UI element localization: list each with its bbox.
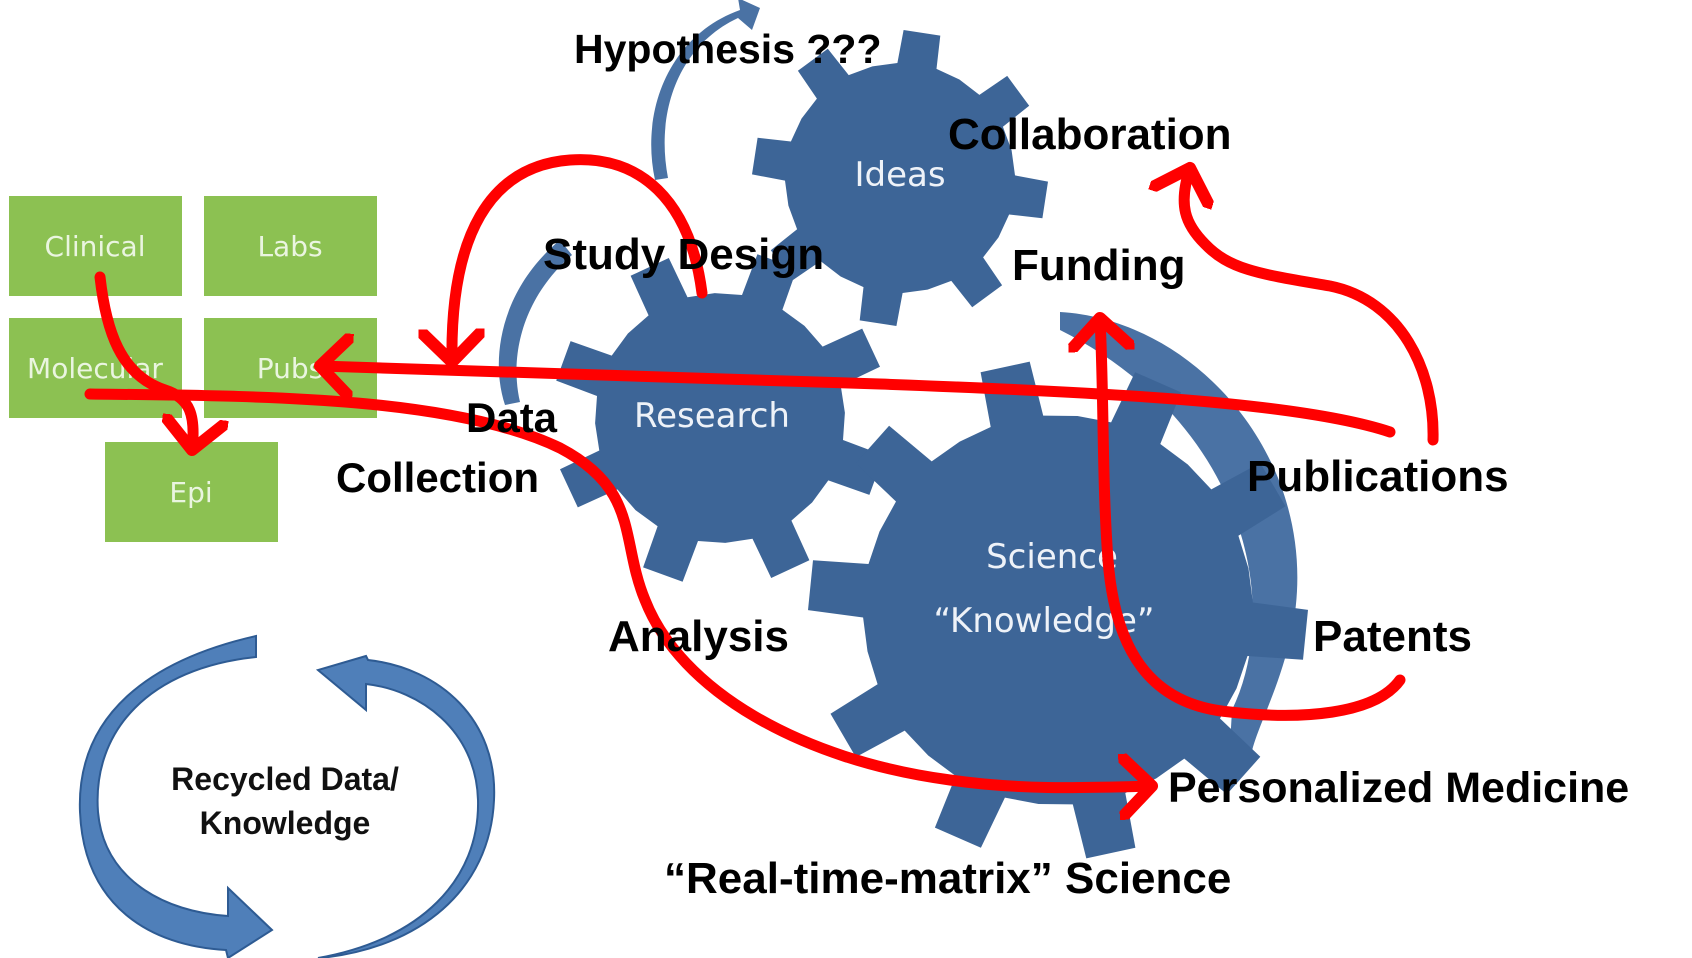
box-clinical-label: Clinical	[45, 230, 146, 263]
gear-science-shape	[808, 361, 1308, 859]
arrow-study-design-to-data	[452, 154, 708, 362]
box-epi-label: Epi	[169, 476, 212, 509]
arrow-molecular-to-personalized	[84, 388, 1152, 788]
label-funding: Funding	[1012, 241, 1186, 290]
box-epi	[105, 442, 278, 542]
recycle-arrow-left	[78, 634, 274, 958]
arrow-clinical-to-epi	[94, 271, 193, 450]
ideas-gear	[752, 30, 1048, 326]
ideas-cycle-arc	[651, 0, 760, 180]
label-study-design: Study Design	[543, 230, 824, 279]
label-hypothesis: Hypothesis ???	[574, 26, 882, 72]
recycle-arrows: Recycled Data/ Knowledge	[78, 634, 496, 958]
label-personalized-medicine: Personalized Medicine	[1168, 764, 1629, 812]
recycle-label-line2: Knowledge	[200, 805, 371, 841]
science-cycle-arc	[1060, 312, 1298, 760]
arrow-patents-to-funding	[1100, 318, 1406, 721]
label-publications: Publications	[1247, 452, 1509, 501]
label-collection: Collection	[336, 454, 539, 501]
ideas-gear-label: Ideas	[854, 155, 945, 195]
label-data: Data	[466, 394, 558, 441]
recycle-arrow-right	[315, 654, 496, 958]
label-footer: “Real-time-matrix” Science	[664, 854, 1231, 903]
gear-ideas-shape	[752, 30, 1048, 326]
research-cycle-arc	[498, 240, 572, 405]
box-labs	[204, 196, 377, 296]
red-arrows	[84, 154, 1439, 788]
label-analysis: Analysis	[608, 612, 789, 661]
science-gear-label-line1: Science	[986, 537, 1118, 577]
research-gear	[556, 254, 884, 582]
science-gear	[808, 361, 1308, 859]
recycle-label-line1: Recycled Data/	[171, 761, 399, 797]
box-molecular	[9, 318, 182, 418]
research-gear-label: Research	[634, 396, 790, 436]
label-collaboration: Collaboration	[948, 110, 1232, 159]
arrow-publications-to-collaboration	[1184, 168, 1439, 446]
arrow-publications-to-pubs	[320, 366, 1396, 438]
box-labs-label: Labs	[257, 230, 322, 263]
label-patents: Patents	[1313, 612, 1472, 661]
gear-research-shape	[556, 254, 884, 582]
box-pubs-label: Pubs	[257, 352, 324, 385]
